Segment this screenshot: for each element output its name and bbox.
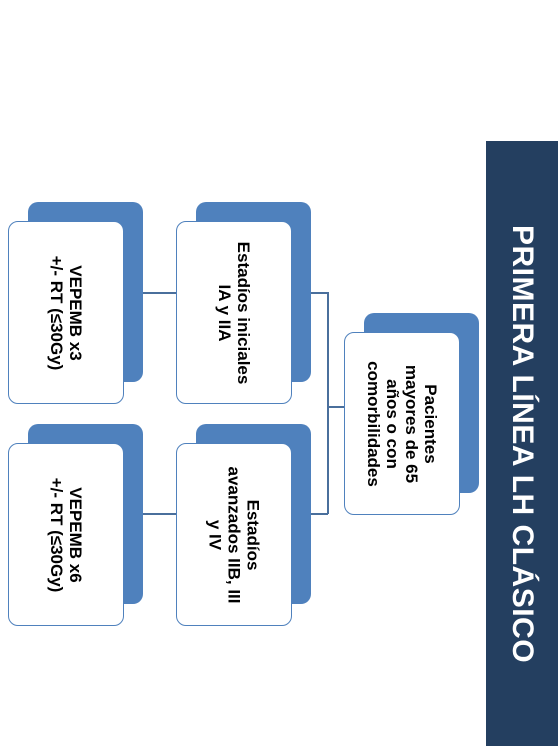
title-bar: PRIMERA LÍNEA LH CLÁSICO	[486, 141, 558, 746]
early-treatment-label: VEPEMB x3 +/- RT (≤30Gy)	[47, 255, 85, 370]
diagram-title: PRIMERA LÍNEA LH CLÁSICO	[506, 224, 539, 663]
root-node: Pacientes mayores de 65 años o con comor…	[344, 332, 460, 515]
advanced-treatment-label: VEPEMB x6 +/- RT (≤30Gy)	[47, 477, 85, 592]
root-node-label: Pacientes mayores de 65 años o con comor…	[364, 360, 440, 487]
advanced-stage-label: Estadíos avanzados IIB, III y IV	[205, 466, 263, 603]
connector-advanced-treatment	[124, 513, 177, 515]
early-stage-label: Estadíos iniciales IA y IIA	[215, 241, 253, 384]
early-stage-node: Estadíos iniciales IA y IIA	[176, 221, 292, 404]
connector-root-trunk	[327, 406, 345, 408]
connector-vertical	[327, 292, 329, 514]
early-treatment-node: VEPEMB x3 +/- RT (≤30Gy)	[8, 221, 124, 404]
connector-early-treatment	[124, 292, 177, 294]
advanced-stage-node: Estadíos avanzados IIB, III y IV	[176, 443, 292, 626]
advanced-treatment-node: VEPEMB x6 +/- RT (≤30Gy)	[8, 443, 124, 626]
